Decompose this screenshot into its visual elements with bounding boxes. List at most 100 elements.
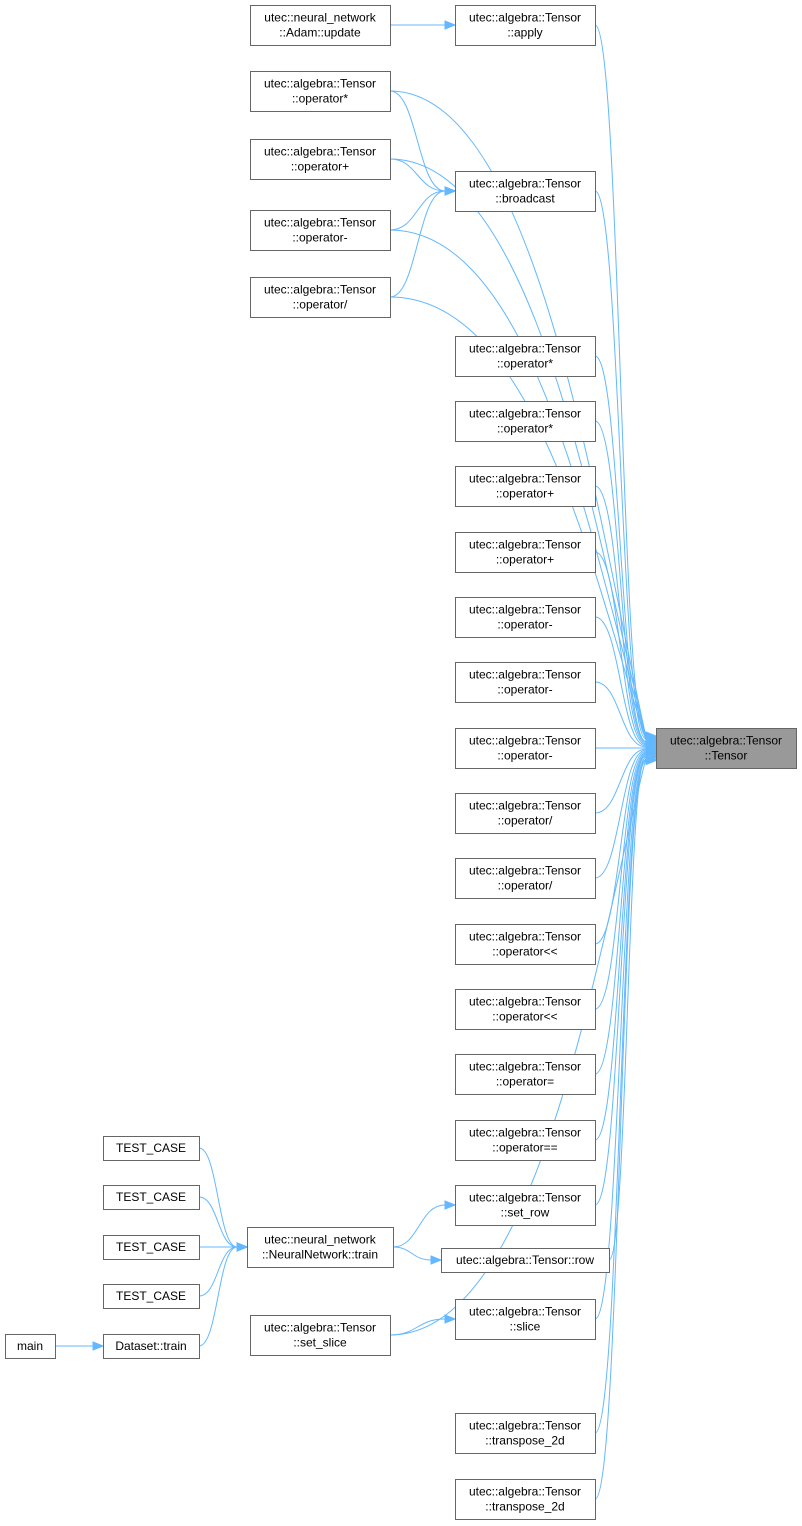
node-slice[interactable]: utec::algebra::Tensor::slice <box>455 1299 596 1340</box>
edge-op-sub-free-to-broadcast <box>389 190 446 231</box>
node-label: ::operator* <box>497 422 553 436</box>
edge-op-assign-to-tensor <box>594 752 647 1075</box>
node-box[interactable] <box>455 989 596 1030</box>
node-box[interactable] <box>103 1284 200 1309</box>
node-label: utec::algebra::Tensor <box>469 864 581 878</box>
arrowhead-set-slice-to-slice <box>444 1314 457 1324</box>
node-label: TEST_CASE <box>116 1190 186 1204</box>
edge-op-shl-a-to-tensor <box>594 750 647 945</box>
node-transpose-a[interactable]: utec::algebra::Tensor::transpose_2d <box>455 1413 596 1454</box>
node-set-slice[interactable]: utec::algebra::Tensor::set_slice <box>250 1315 391 1356</box>
node-transpose-b[interactable]: utec::algebra::Tensor::transpose_2d <box>455 1479 596 1520</box>
node-box[interactable] <box>455 662 596 703</box>
node-test-case-3[interactable]: TEST_CASE <box>103 1235 200 1260</box>
node-tensor[interactable]: utec::algebra::Tensor::Tensor <box>656 728 797 769</box>
node-box[interactable] <box>455 1479 596 1520</box>
node-box[interactable] <box>455 466 596 507</box>
node-row[interactable]: utec::algebra::Tensor::row <box>441 1248 610 1273</box>
node-box[interactable] <box>455 1185 596 1226</box>
node-op-div-a[interactable]: utec::algebra::Tensor::operator/ <box>455 793 596 834</box>
edge-test-case-4-to-nn-train <box>198 1246 238 1297</box>
arrowhead-op-div-free-to-broadcast <box>444 186 457 196</box>
node-op-add-a[interactable]: utec::algebra::Tensor::operator+ <box>455 466 596 507</box>
node-layer: utec::algebra::Tensor::Tensorutec::neura… <box>5 5 797 1520</box>
node-test-case-1[interactable]: TEST_CASE <box>103 1136 200 1161</box>
node-adam-update[interactable]: utec::neural_network::Adam::update <box>250 5 391 46</box>
node-op-shl-a[interactable]: utec::algebra::Tensor::operator<< <box>455 924 596 965</box>
node-box[interactable] <box>455 5 596 46</box>
node-box[interactable] <box>455 171 596 212</box>
node-op-eq[interactable]: utec::algebra::Tensor::operator== <box>455 1120 596 1161</box>
node-label: ::apply <box>507 26 542 40</box>
node-label: ::operator* <box>292 92 348 106</box>
node-label: utec::algebra::Tensor <box>469 472 581 486</box>
node-box[interactable] <box>455 728 596 769</box>
node-box[interactable] <box>103 1235 200 1260</box>
node-label: ::set_row <box>501 1206 550 1220</box>
node-box[interactable] <box>250 5 391 46</box>
node-box[interactable] <box>103 1185 200 1210</box>
node-box[interactable] <box>441 1248 610 1273</box>
edge-op-add-a-to-tensor <box>594 485 647 745</box>
node-box[interactable] <box>656 728 797 769</box>
edge-op-add-b-to-tensor <box>594 551 647 746</box>
node-box[interactable] <box>455 858 596 899</box>
node-test-case-4[interactable]: TEST_CASE <box>103 1284 200 1309</box>
node-box[interactable] <box>250 139 391 180</box>
node-box[interactable] <box>455 1299 596 1340</box>
node-nn-train[interactable]: utec::neural_network::NeuralNetwork::tra… <box>247 1227 394 1268</box>
node-box[interactable] <box>250 277 391 318</box>
node-dataset-train[interactable]: Dataset::train <box>103 1334 200 1359</box>
node-label: ::Adam::update <box>279 26 361 40</box>
node-broadcast[interactable]: utec::algebra::Tensor::broadcast <box>455 171 596 212</box>
node-op-add-b[interactable]: utec::algebra::Tensor::operator+ <box>455 532 596 573</box>
node-box[interactable] <box>247 1227 394 1268</box>
edge-transpose-a-to-tensor <box>594 758 647 1434</box>
node-box[interactable] <box>455 597 596 638</box>
node-box[interactable] <box>250 1315 391 1356</box>
node-main[interactable]: main <box>5 1334 56 1359</box>
node-label: utec::algebra::Tensor <box>469 342 581 356</box>
node-box[interactable] <box>455 1054 596 1095</box>
node-label: ::transpose_2d <box>485 1434 564 1448</box>
node-box[interactable] <box>455 1120 596 1161</box>
node-box[interactable] <box>455 924 596 965</box>
node-op-sub-free[interactable]: utec::algebra::Tensor::operator- <box>250 210 391 251</box>
node-label: utec::algebra::Tensor <box>264 216 376 230</box>
node-op-add-free[interactable]: utec::algebra::Tensor::operator+ <box>250 139 391 180</box>
node-op-mul-a[interactable]: utec::algebra::Tensor::operator* <box>455 336 596 377</box>
node-box[interactable] <box>455 401 596 442</box>
node-op-div-b[interactable]: utec::algebra::Tensor::operator/ <box>455 858 596 899</box>
node-box[interactable] <box>103 1136 200 1161</box>
node-set-row[interactable]: utec::algebra::Tensor::set_row <box>455 1185 596 1226</box>
node-op-div-free[interactable]: utec::algebra::Tensor::operator/ <box>250 277 391 318</box>
node-label: utec::algebra::Tensor <box>469 177 581 191</box>
node-op-shl-b[interactable]: utec::algebra::Tensor::operator<< <box>455 989 596 1030</box>
node-op-mul-free[interactable]: utec::algebra::Tensor::operator* <box>250 71 391 112</box>
node-op-sub-a[interactable]: utec::algebra::Tensor::operator- <box>455 597 596 638</box>
node-box[interactable] <box>455 1413 596 1454</box>
node-label: ::transpose_2d <box>485 1500 564 1514</box>
arrowhead-dataset-train-to-nn-train <box>236 1242 249 1252</box>
node-label: ::operator== <box>492 1141 557 1155</box>
node-test-case-2[interactable]: TEST_CASE <box>103 1185 200 1210</box>
node-box[interactable] <box>455 532 596 573</box>
edge-set-slice-to-slice <box>389 1318 446 1336</box>
node-box[interactable] <box>455 336 596 377</box>
node-box[interactable] <box>250 210 391 251</box>
node-box[interactable] <box>250 71 391 112</box>
node-op-sub-c[interactable]: utec::algebra::Tensor::operator- <box>455 728 596 769</box>
node-box[interactable] <box>103 1334 200 1359</box>
edge-op-mul-free-to-tensor <box>389 90 647 738</box>
node-label: main <box>17 1339 43 1353</box>
node-label: ::operator<< <box>492 1010 557 1024</box>
node-op-sub-b[interactable]: utec::algebra::Tensor::operator- <box>455 662 596 703</box>
node-op-assign[interactable]: utec::algebra::Tensor::operator= <box>455 1054 596 1095</box>
node-label: ::operator- <box>497 749 552 763</box>
node-label: ::operator+ <box>291 160 349 174</box>
node-op-mul-b[interactable]: utec::algebra::Tensor::operator* <box>455 401 596 442</box>
node-apply[interactable]: utec::algebra::Tensor::apply <box>455 5 596 46</box>
node-box[interactable] <box>5 1334 56 1359</box>
node-label: utec::algebra::Tensor <box>469 538 581 552</box>
node-box[interactable] <box>455 793 596 834</box>
